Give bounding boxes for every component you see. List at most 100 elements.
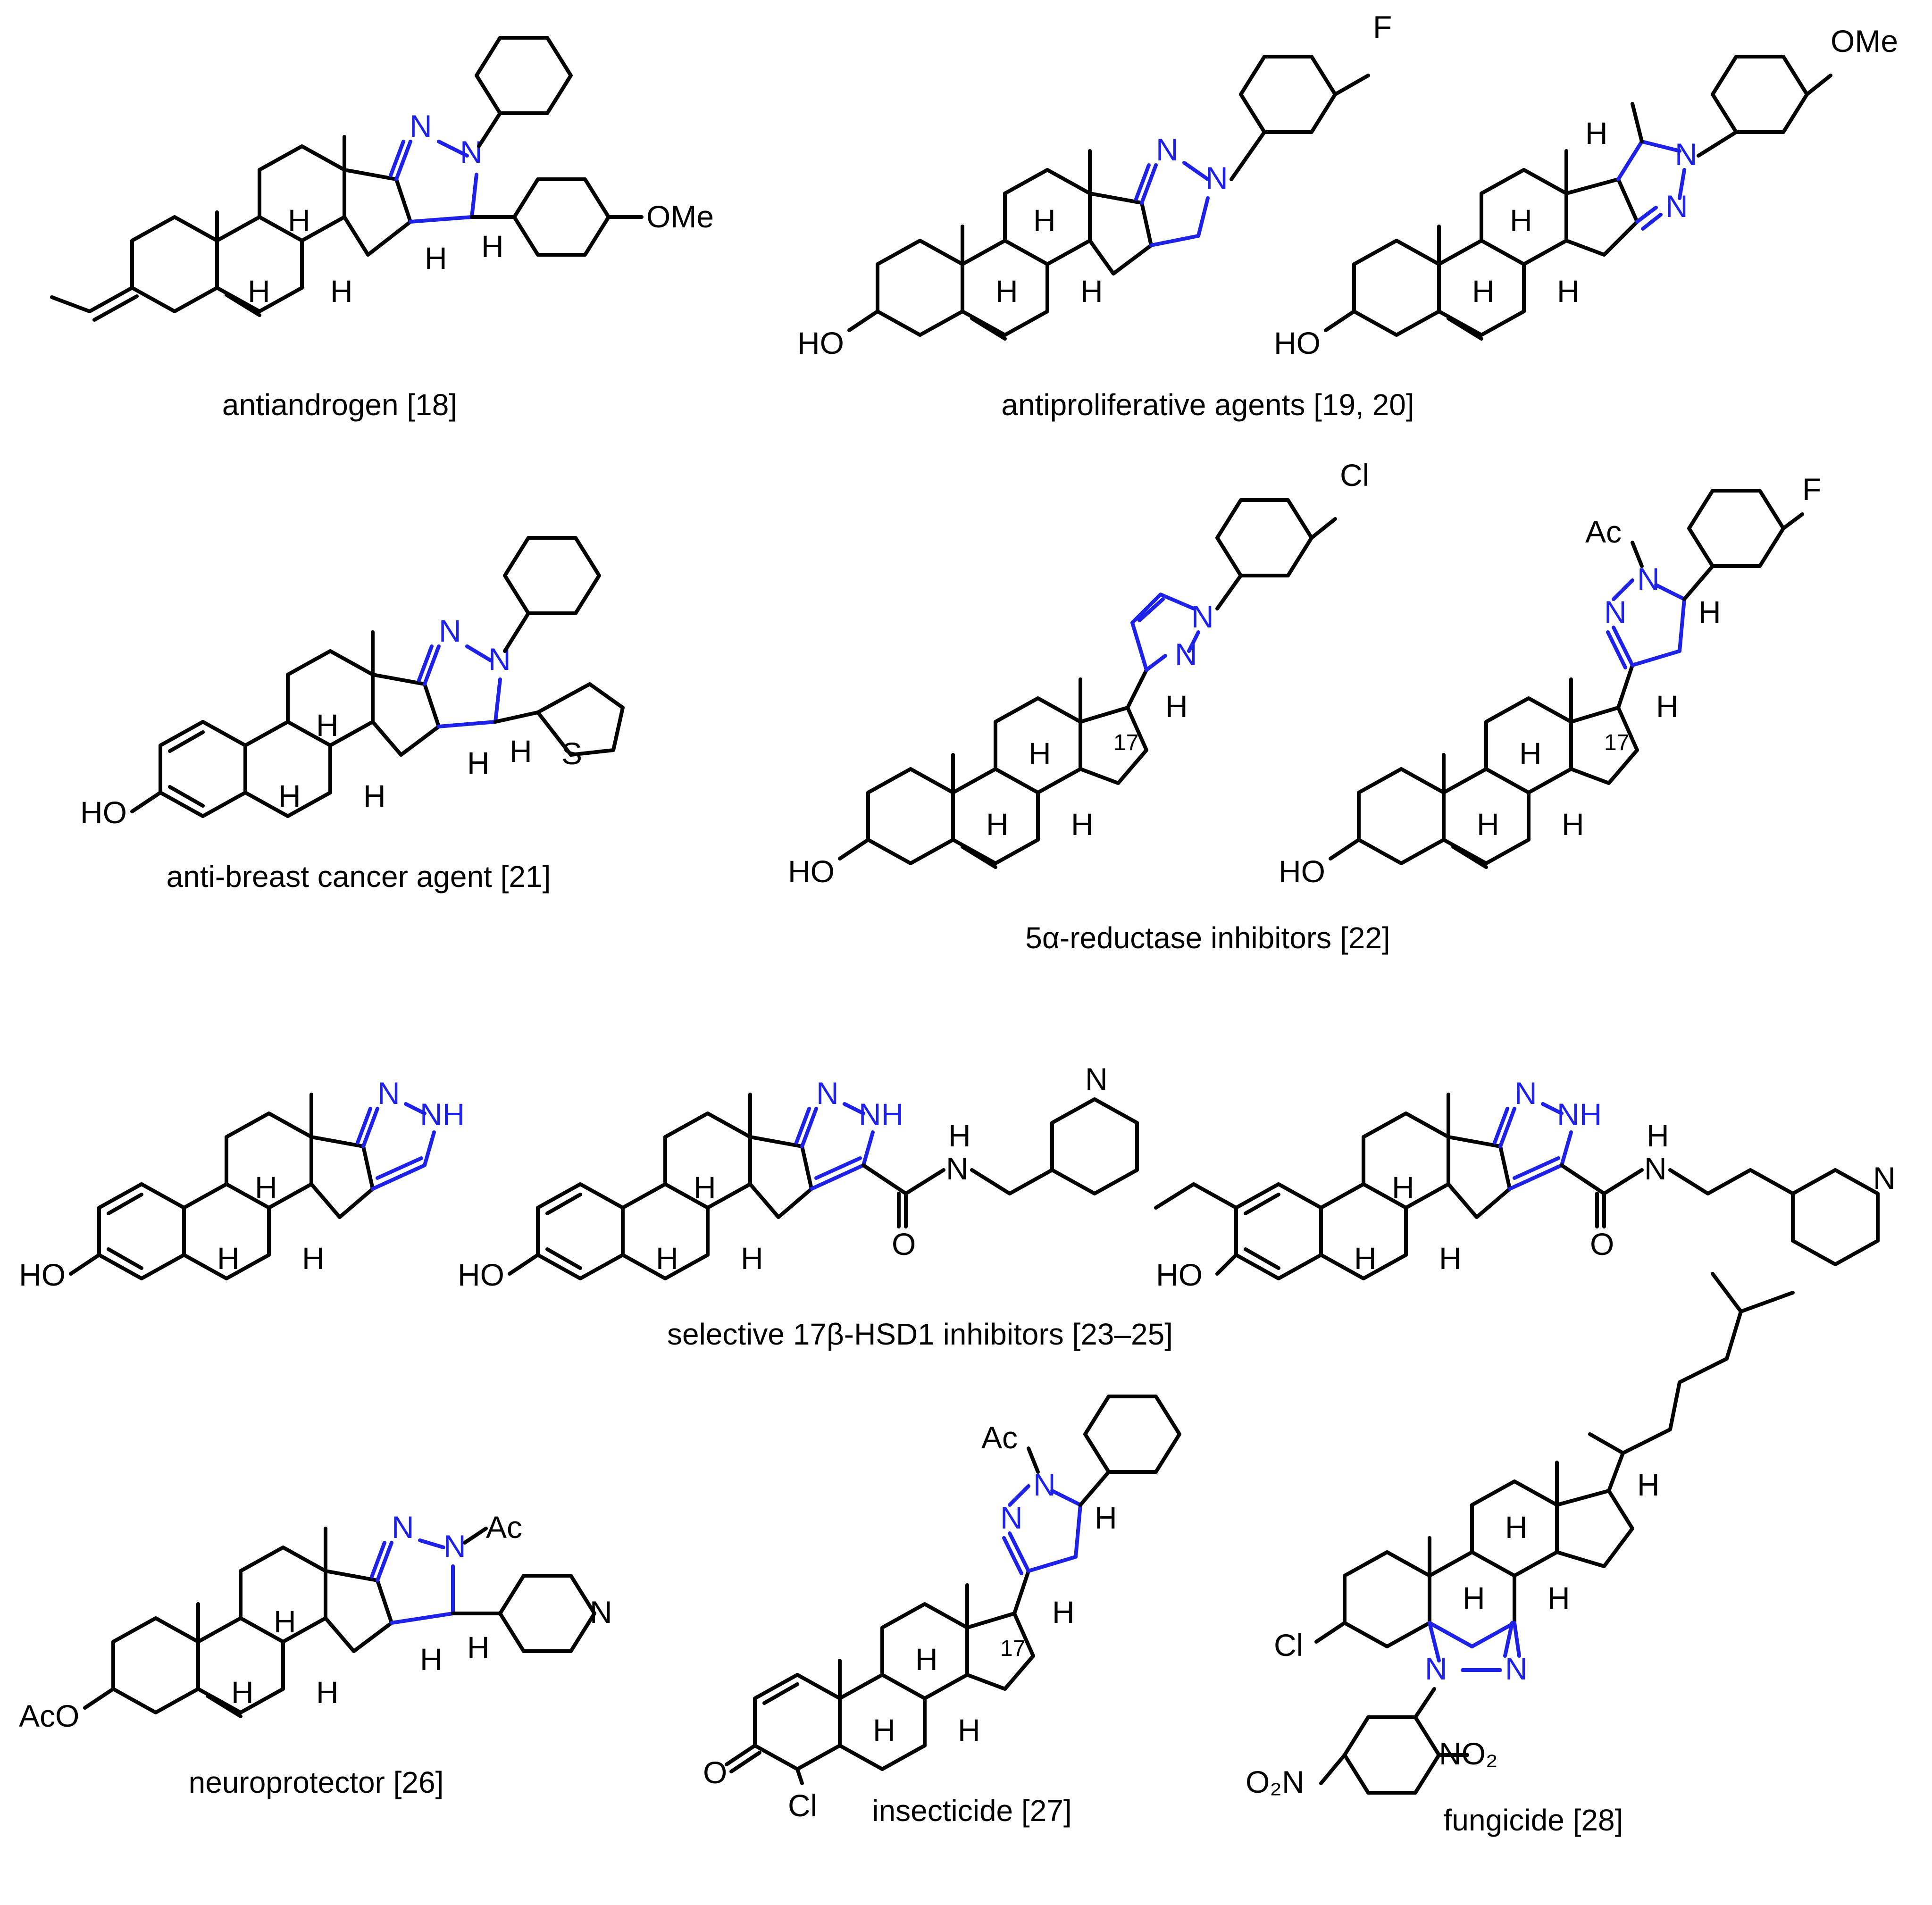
atom-17: 17 <box>1604 730 1629 755</box>
atom-h: H <box>1477 807 1499 842</box>
atom-17: 17 <box>1113 730 1138 755</box>
atom-n: N <box>1191 599 1214 634</box>
atom-h: H <box>1698 594 1721 629</box>
atom-n: N <box>1156 132 1179 167</box>
atom-no2: NO₂ <box>1439 1736 1498 1771</box>
atom-h: H <box>302 1241 325 1276</box>
atom-h: H <box>255 1170 277 1205</box>
atom-n: N <box>946 1151 969 1186</box>
atom-h: H <box>1519 736 1542 771</box>
atom-ome: OMe <box>646 199 714 234</box>
atom-n: N <box>410 109 432 143</box>
atom-nh: NH <box>420 1097 465 1132</box>
atom-ho: HO <box>1279 854 1325 889</box>
atom-ho: HO <box>788 854 835 889</box>
caption-antiandrogen: antiandrogen [18] <box>222 388 457 422</box>
structure-antiandrogen: N N OMe H H H H H <box>50 36 714 322</box>
atom-h: H <box>248 274 270 309</box>
atom-ho: HO <box>80 795 127 830</box>
atom-h: H <box>948 1118 971 1153</box>
atom-o: O <box>892 1227 916 1262</box>
structure-antiproliferative-2: N N OMe HO H H H H <box>1274 24 1898 360</box>
structure-neuroprotector: N N Ac N AcO H H H H H <box>19 1510 612 1733</box>
atom-h: H <box>1547 1580 1570 1615</box>
atom-h: H <box>510 734 532 769</box>
atom-n: N <box>377 1076 400 1111</box>
atom-f: F <box>1373 9 1392 44</box>
atom-h: H <box>1439 1241 1462 1276</box>
atom-h: H <box>1071 807 1094 842</box>
atom-n: N <box>1000 1500 1023 1535</box>
structure-reductase-1: N N Cl HO H 17 H H H <box>788 458 1369 889</box>
atom-n: N <box>1665 189 1688 224</box>
caption-fungicide: fungicide [28] <box>1444 1803 1623 1837</box>
atom-h: H <box>278 778 301 813</box>
atom-ac: Ac <box>981 1420 1018 1455</box>
structure-anti-breast-cancer: N N S HO H H H H H <box>80 536 625 830</box>
atom-h: H <box>288 203 310 238</box>
atom-h: H <box>1463 1580 1485 1615</box>
atom-n: N <box>1604 594 1627 629</box>
atom-h: H <box>1505 1510 1528 1545</box>
atom-n: N <box>1514 1076 1537 1111</box>
caption-neuroprotector: neuroprotector [26] <box>189 1765 444 1799</box>
atom-ac: Ac <box>1585 514 1622 549</box>
atom-ho: HO <box>19 1257 66 1292</box>
atom-n: N <box>439 613 461 648</box>
atom-h: H <box>1510 203 1532 238</box>
atom-ac: Ac <box>486 1510 522 1545</box>
atom-h: H <box>481 229 504 264</box>
atom-nh: NH <box>859 1097 903 1132</box>
atom-o2n: O₂N <box>1246 1764 1305 1799</box>
atom-n: N <box>816 1076 839 1111</box>
atom-cl: Cl <box>788 1788 817 1823</box>
atom-h: H <box>274 1604 296 1639</box>
atom-n: N <box>1505 1651 1528 1686</box>
atom-h: H <box>741 1241 763 1276</box>
atom-n: N <box>1675 137 1698 172</box>
atom-h: H <box>425 241 447 276</box>
atom-cl: Cl <box>1340 458 1369 493</box>
atom-h: H <box>656 1241 678 1276</box>
atom-h: H <box>1647 1118 1669 1153</box>
atom-n: N <box>1205 160 1228 195</box>
atom-f: F <box>1802 472 1821 507</box>
structure-fungicide: N N NO₂ O₂N Cl H H H H <box>1246 1272 1795 1799</box>
caption-insecticide: insecticide [27] <box>872 1794 1071 1828</box>
atom-h: H <box>330 274 353 309</box>
caption-hsd1: selective 17β-HSD1 inhibitors [23–25] <box>667 1317 1173 1351</box>
structure-hsd1-1: N NH HO H H H <box>19 1076 465 1292</box>
atom-h: H <box>915 1642 938 1677</box>
atom-h: H <box>1557 274 1580 309</box>
structure-antiproliferative-1: N N F HO H H H <box>797 9 1392 360</box>
atom-h: H <box>1656 689 1679 724</box>
atom-h: H <box>1080 274 1103 309</box>
atom-h: H <box>363 778 386 813</box>
caption-antiproliferative: antiproliferative agents [19, 20] <box>1001 388 1414 422</box>
caption-anti-breast-cancer: anti-breast cancer agent [21] <box>167 860 551 894</box>
atom-n: N <box>1085 1061 1108 1096</box>
atom-h: H <box>1165 689 1188 724</box>
structure-hsd1-2: N NH O N H N HO H H H <box>458 1061 1139 1292</box>
atom-ome: OMe <box>1831 24 1898 58</box>
atom-ho: HO <box>1274 326 1321 360</box>
atom-o: O <box>1590 1227 1614 1262</box>
atom-h: H <box>1052 1595 1075 1629</box>
atom-h: H <box>995 274 1018 309</box>
atom-17: 17 <box>1000 1636 1025 1661</box>
atom-h: H <box>231 1675 254 1710</box>
atom-n: N <box>1425 1651 1447 1686</box>
atom-n: N <box>1644 1151 1667 1186</box>
atom-h: H <box>316 708 339 743</box>
atom-o: O <box>703 1755 727 1790</box>
atom-h: H <box>467 1630 490 1665</box>
atom-h: H <box>467 745 490 780</box>
atom-h: H <box>1562 807 1584 842</box>
atom-n: N <box>460 134 483 169</box>
atom-ho: HO <box>458 1257 504 1292</box>
atom-h: H <box>1354 1241 1377 1276</box>
atom-ho: HO <box>1156 1257 1203 1292</box>
atom-h: H <box>1637 1467 1660 1502</box>
atom-h: H <box>1585 116 1608 150</box>
atom-h: H <box>1095 1500 1117 1535</box>
